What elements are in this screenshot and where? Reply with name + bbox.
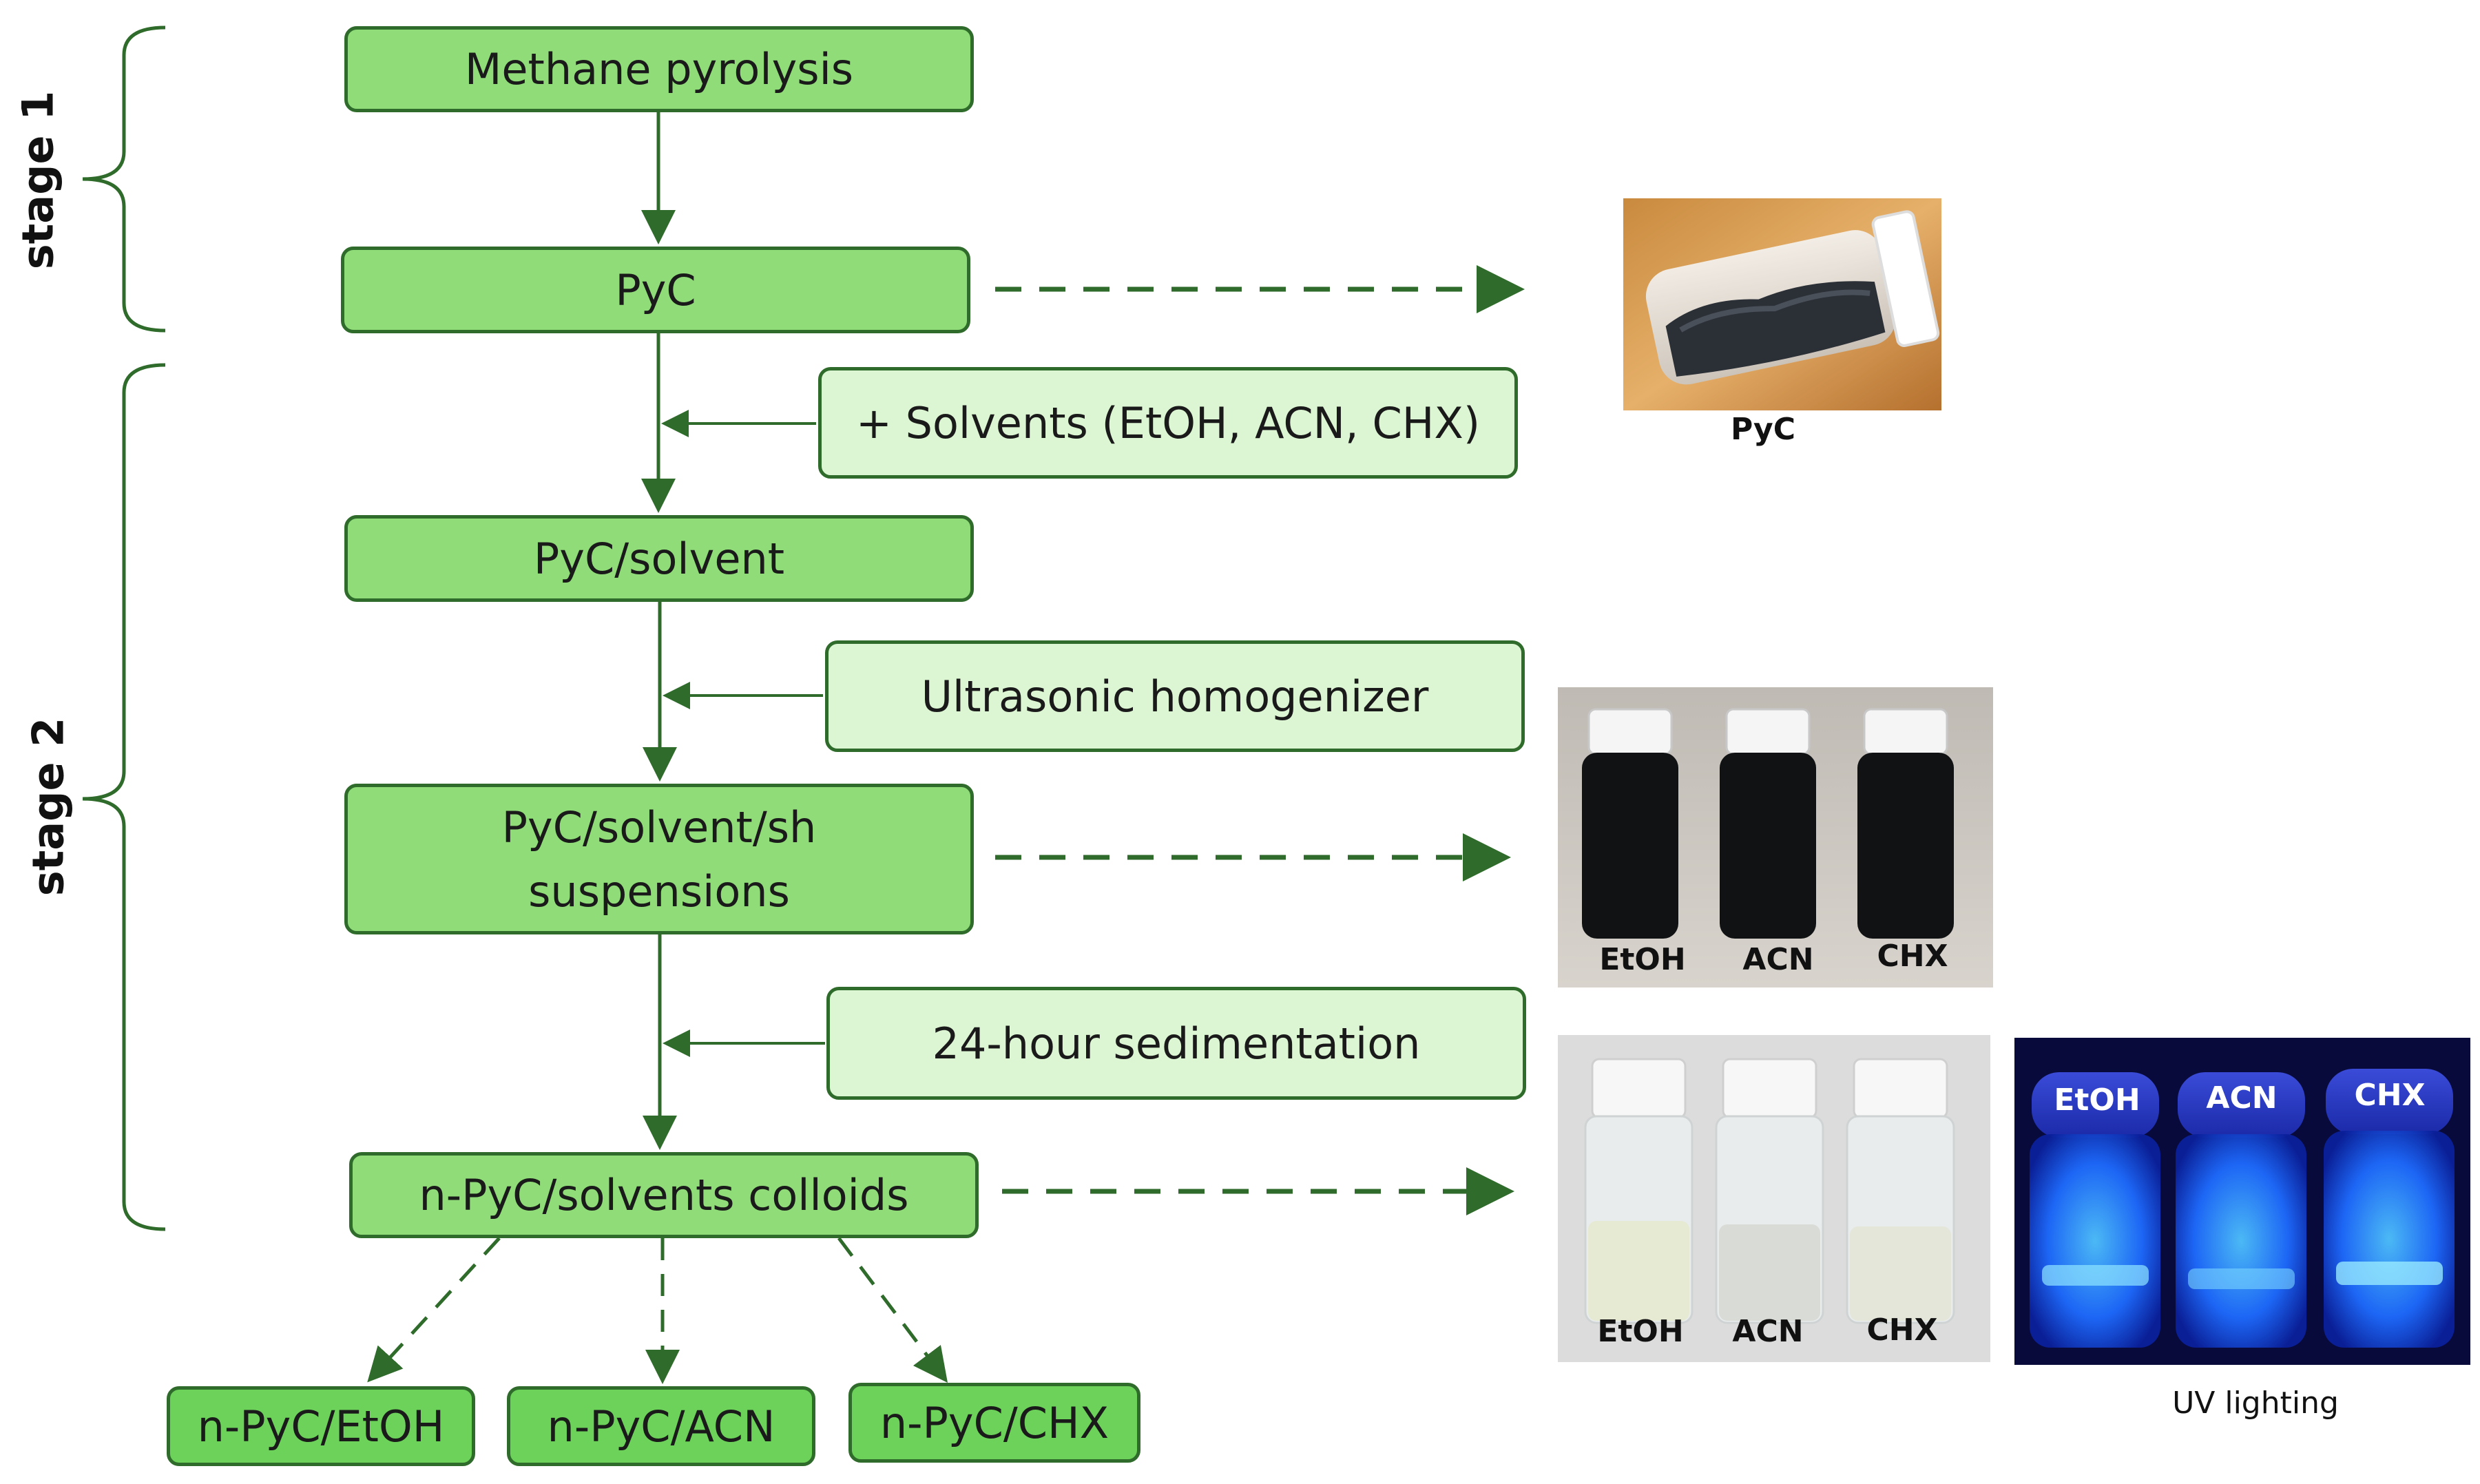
colloid-label-chx: CHX (1866, 1313, 1938, 1348)
dashed-branch-chx (837, 1237, 948, 1383)
stage2-bracket (82, 363, 166, 1231)
uv-vial-3 (2324, 1069, 2455, 1348)
stage1-bracket (82, 25, 166, 333)
acn-product-label: n-PyC/ACN (547, 1401, 775, 1452)
methane-pyrolysis-label: Methane pyrolysis (464, 44, 854, 94)
colloids-box: n-PyC/solvents colloids (349, 1152, 979, 1238)
suspensions-label-line2: suspensions (528, 866, 790, 917)
ultrasonic-label: Ultrasonic homogenizer (921, 671, 1429, 722)
pyc-photo-caption: PyC (1730, 412, 1796, 447)
pyc-vial-photo (1623, 198, 1941, 410)
acn-product-box: n-PyC/ACN (507, 1386, 815, 1466)
etoh-product-box: n-PyC/EtOH (167, 1386, 475, 1466)
colloid-vial-3 (1846, 1058, 1955, 1324)
sedimentation-label: 24-hour sedimentation (932, 1018, 1421, 1069)
suspensions-label-line1: PyC/solvent/sh (501, 802, 817, 853)
suspension-label-acn: ACN (1742, 942, 1814, 977)
etoh-product-label: n-PyC/EtOH (197, 1401, 445, 1452)
chx-product-label: n-PyC/CHX (879, 1397, 1109, 1448)
colloids-photo: EtOH ACN CHX (1558, 1035, 1990, 1362)
uv-lighting-caption: UV lighting (2172, 1386, 2339, 1421)
dashed-branch-etoh (367, 1237, 501, 1383)
uv-lighting-photo: EtOH ACN CHX (2014, 1038, 2470, 1365)
colloid-label-acn: ACN (1732, 1314, 1804, 1349)
solvents-label: + Solvents (EtOH, ACN, CHX) (855, 397, 1481, 448)
suspension-vial-2 (1720, 708, 1816, 939)
pyc-solvent-label: PyC/solvent (533, 533, 785, 584)
pyc-solvent-box: PyC/solvent (344, 515, 974, 602)
uv-label-chx: CHX (2354, 1078, 2426, 1113)
ultrasonic-box: Ultrasonic homogenizer (825, 640, 1525, 752)
solvents-box: + Solvents (EtOH, ACN, CHX) (818, 367, 1518, 479)
colloid-label-etoh: EtOH (1597, 1314, 1684, 1349)
uv-label-acn: ACN (2206, 1080, 2278, 1116)
pyc-label: PyC (615, 264, 696, 315)
stage1-label: stage 1 (12, 90, 63, 270)
sedimentation-box: 24-hour sedimentation (826, 987, 1526, 1100)
chx-product-box: n-PyC/CHX (848, 1383, 1140, 1463)
suspension-vial-1 (1582, 708, 1678, 939)
uv-vial-1 (2030, 1072, 2160, 1348)
suspension-label-chx: CHX (1877, 939, 1948, 974)
colloid-vial-1 (1584, 1058, 1694, 1324)
colloids-label: n-PyC/solvents colloids (419, 1170, 909, 1220)
methane-pyrolysis-box: Methane pyrolysis (344, 26, 974, 112)
pyc-box: PyC (341, 247, 970, 333)
uv-label-etoh: EtOH (2054, 1083, 2140, 1118)
suspensions-photo: EtOH ACN CHX (1558, 687, 1993, 987)
suspensions-box: PyC/solvent/sh suspensions (344, 784, 974, 934)
stage2-label: stage 2 (23, 717, 74, 897)
suspension-label-etoh: EtOH (1599, 942, 1686, 977)
colloid-vial-2 (1715, 1058, 1824, 1324)
uv-vial-2 (2176, 1072, 2306, 1348)
suspension-vial-3 (1857, 708, 1954, 939)
